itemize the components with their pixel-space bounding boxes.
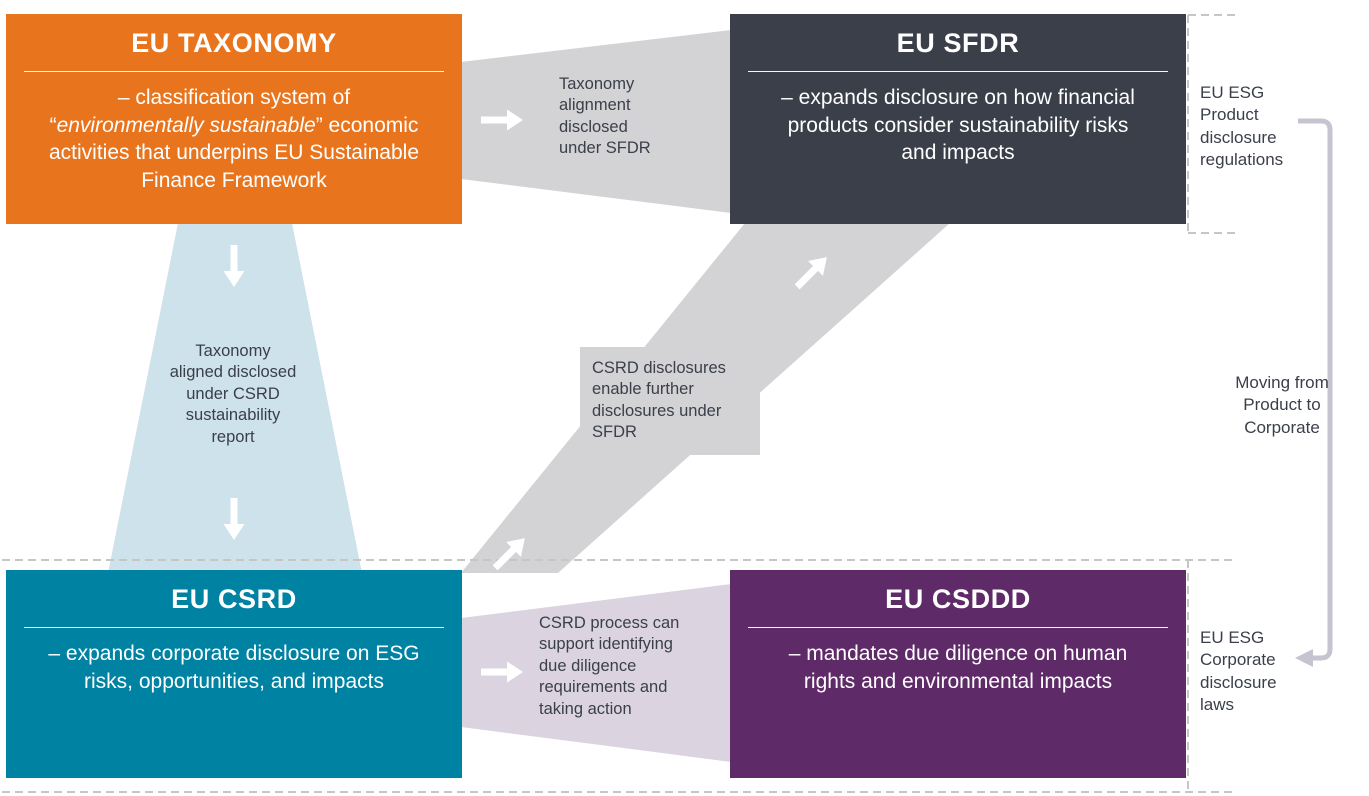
eu-taxonomy-title: EU TAXONOMY	[24, 14, 444, 72]
connector-label-csrd-to-csddd: CSRD process can support identifying due…	[539, 614, 680, 718]
product-to-corporate-arrow	[1295, 118, 1333, 667]
connector-taxonomy-to-sfdr-shape	[461, 30, 731, 213]
dashed-group-borders	[2, 14, 1235, 793]
eu-csddd-title: EU CSDDD	[748, 570, 1168, 628]
eu-sfdr-title: EU SFDR	[748, 14, 1168, 72]
connector-label-taxonomy-to-csrd: Taxonomy aligned disclosed under CSRD su…	[169, 342, 297, 446]
connector-csrd-to-csddd-shape	[461, 584, 731, 762]
eu-taxonomy-description-prefix: – classification system of “	[49, 86, 351, 137]
eu-csrd-title: EU CSRD	[24, 570, 444, 628]
eu-sfdr-box: EU SFDR – expands disclosure on how fina…	[730, 14, 1186, 224]
eu-csrd-description: – expands corporate disclosure on ESG ri…	[48, 642, 420, 693]
eu-csddd-box: EU CSDDD – mandates due diligence on hum…	[730, 570, 1186, 778]
connector-label-csrd-to-sfdr: CSRD disclosures enable further disclosu…	[580, 347, 760, 455]
eu-csrd-box: EU CSRD – expands corporate disclosure o…	[6, 570, 462, 778]
eu-taxonomy-description-italic: environmentally sustainable	[56, 113, 316, 137]
label-corporate-disclosure-laws: EU ESG Corporate disclosure laws	[1200, 628, 1277, 715]
eu-taxonomy-description-suffix: ” economic activities that underpins EU …	[48, 113, 420, 193]
eu-sfdr-description: – expands disclosure on how financial pr…	[781, 86, 1135, 165]
connector-taxonomy-to-csrd-shape	[108, 223, 362, 573]
eu-csddd-description: – mandates due diligence on human rights…	[788, 642, 1128, 693]
label-moving-product-to-corporate: Moving from Product to Corporate	[1235, 373, 1329, 437]
eu-taxonomy-box: EU TAXONOMY – classification system of “…	[6, 14, 462, 224]
side-arrow-head-icon	[1295, 649, 1313, 667]
eu-taxonomy-description: – classification system of “environmenta…	[6, 72, 462, 195]
label-product-disclosure-regulations: EU ESG Product disclosure regulations	[1200, 83, 1284, 170]
side-arrow-line	[1298, 118, 1333, 661]
connector-label-taxonomy-to-sfdr: Taxonomy alignment disclosed under SFDR	[559, 75, 651, 158]
